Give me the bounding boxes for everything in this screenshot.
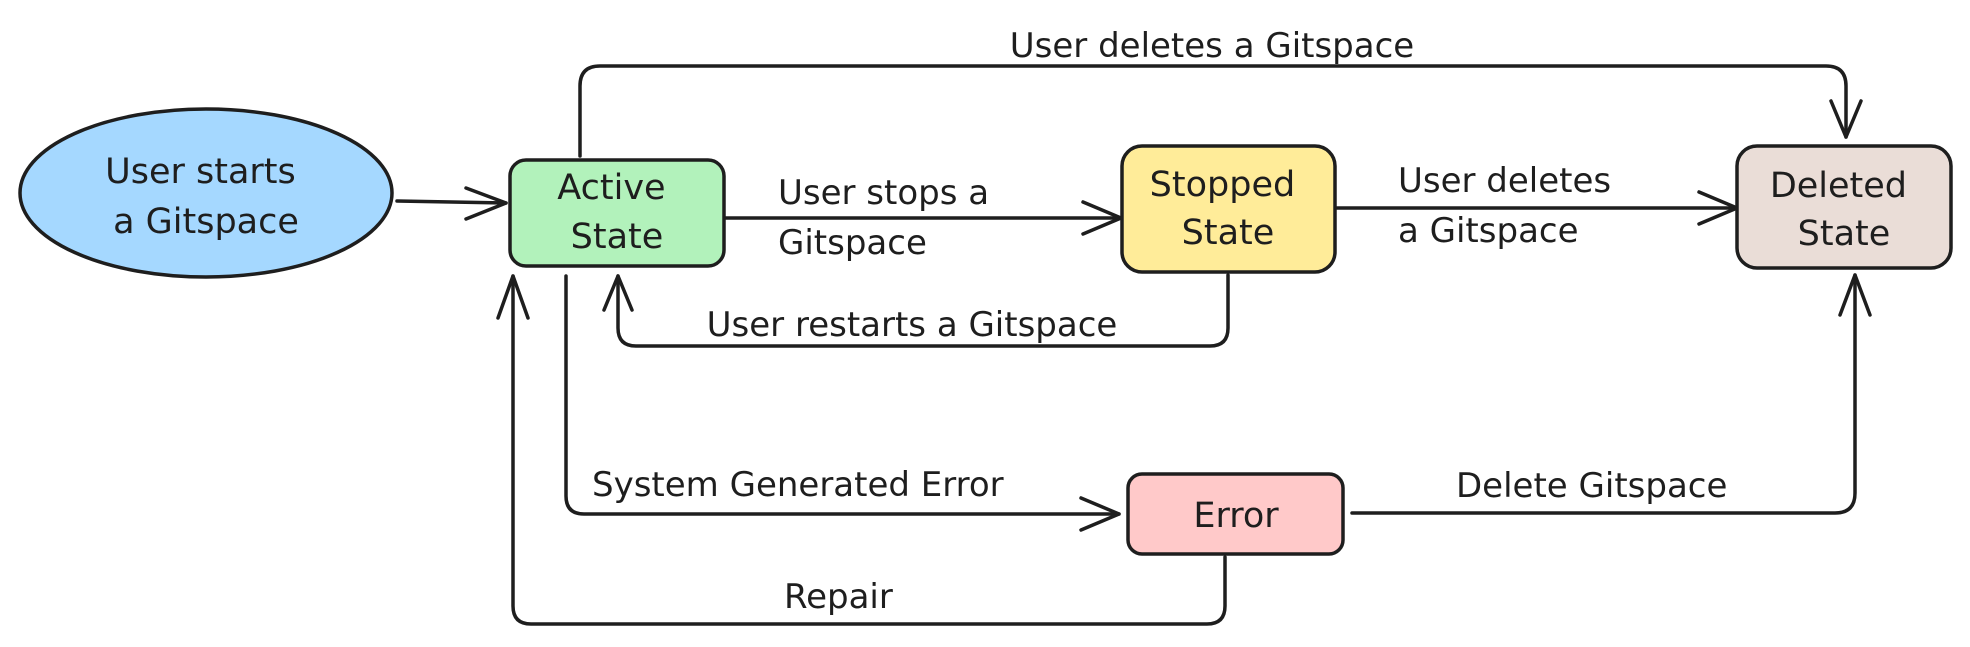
node-error: Error xyxy=(1126,472,1345,556)
arrowhead xyxy=(464,186,508,221)
connector-line xyxy=(1350,273,1857,515)
edge-active-to-stopped: User stops a Gitspace xyxy=(723,173,1123,263)
node-stopped-state: Stopped State xyxy=(1120,144,1337,274)
edge-active-to-error: System Generated Error xyxy=(564,274,1121,532)
node-deleted-state: Deleted State xyxy=(1735,144,1953,270)
edge-error-to-deleted: Delete Gitspace xyxy=(1350,273,1872,515)
node-shape xyxy=(508,158,726,268)
label-line: State xyxy=(1182,213,1275,253)
connector-line xyxy=(511,274,1227,626)
node-label: Stopped State xyxy=(1150,165,1307,253)
label-line: User restarts a Gitspace xyxy=(707,305,1118,345)
edge-label-delete-gitspace: Delete Gitspace xyxy=(1456,466,1727,506)
edge-start-to-active xyxy=(395,186,508,221)
node-shape xyxy=(1735,144,1953,270)
connector-line xyxy=(616,273,1230,348)
node-label: Deleted State xyxy=(1770,166,1918,254)
node-label: Error xyxy=(1193,496,1279,536)
node-shape xyxy=(1120,144,1337,274)
arrowhead xyxy=(1829,99,1863,139)
edge-label-user-deletes-top: User deletes a Gitspace xyxy=(1010,26,1414,66)
edge-label-user-deletes-right: User deletes a Gitspace xyxy=(1398,161,1622,251)
node-active-state: Active State xyxy=(508,158,726,268)
node-shape xyxy=(18,107,394,279)
label-line: Active xyxy=(557,168,665,208)
label-line: State xyxy=(1798,214,1891,254)
label-line: Delete Gitspace xyxy=(1456,466,1727,506)
arrowhead xyxy=(602,274,634,312)
label-line: User deletes xyxy=(1398,161,1611,201)
label-line: a Gitspace xyxy=(113,202,299,242)
label-line: User stops a xyxy=(778,173,989,213)
label-line: Deleted xyxy=(1770,166,1907,206)
arrowhead xyxy=(1838,273,1872,317)
edge-label-system-error: System Generated Error xyxy=(592,465,1004,505)
edge-label-user-restarts: User restarts a Gitspace xyxy=(707,305,1118,345)
edge-label-user-stops: User stops a Gitspace xyxy=(778,173,1000,263)
edge-active-to-deleted: User deletes a Gitspace xyxy=(578,26,1863,158)
node-shape xyxy=(1126,472,1345,556)
edge-label-repair: Repair xyxy=(784,577,893,617)
connector-line xyxy=(578,64,1848,158)
edge-stopped-to-deleted: User deletes a Gitspace xyxy=(1335,161,1739,251)
label-line: System Generated Error xyxy=(592,465,1004,505)
label-line: Stopped xyxy=(1150,165,1296,205)
edge-stopped-to-active: User restarts a Gitspace xyxy=(602,273,1230,348)
node-user-starts-gitspace: User starts a Gitspace xyxy=(18,107,394,279)
label-line: a Gitspace xyxy=(1398,211,1579,251)
node-label: User starts a Gitspace xyxy=(105,152,307,242)
arrowhead xyxy=(1079,496,1121,532)
edge-error-to-active: Repair xyxy=(496,274,1227,626)
connector-line xyxy=(564,274,1121,516)
label-line: Gitspace xyxy=(778,223,927,263)
arrowhead xyxy=(496,274,530,320)
connector-line xyxy=(395,199,508,205)
label-line: User starts xyxy=(105,152,296,192)
label-line: Repair xyxy=(784,577,893,617)
label-line: State xyxy=(571,217,664,257)
node-label: Active State xyxy=(557,168,676,257)
label-line: Error xyxy=(1193,496,1279,536)
label-line: User deletes a Gitspace xyxy=(1010,26,1414,66)
